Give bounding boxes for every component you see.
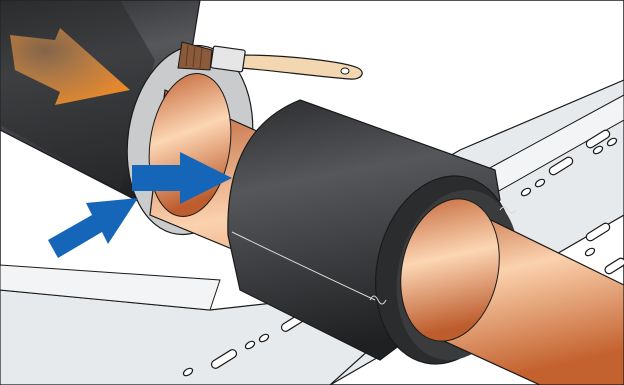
- illustration-canvas: [0, 0, 624, 385]
- instruction-illustration: [0, 0, 624, 385]
